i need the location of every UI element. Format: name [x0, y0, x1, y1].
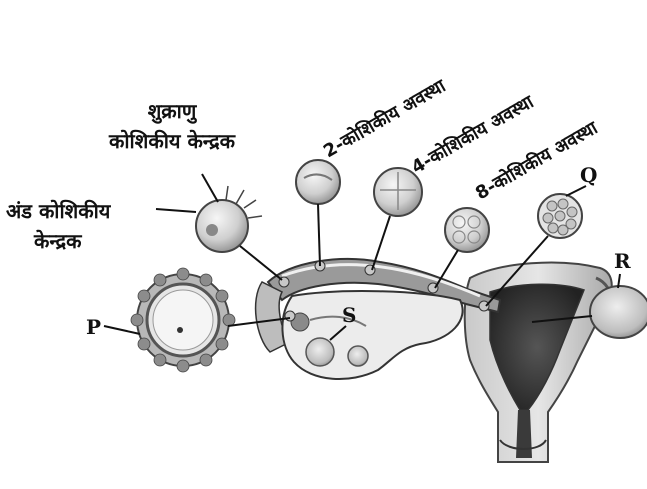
label-ovum-line1: अंड कोशिकीय [6, 199, 112, 223]
ovary-right [590, 286, 647, 338]
cell-8-stage [445, 208, 489, 252]
label-s: S [342, 303, 356, 327]
label-sperm-line2: कोशिकीय केन्द्रक [108, 129, 237, 153]
ovary-left [282, 291, 462, 379]
label-ovum-line2: केन्द्रक [33, 229, 83, 253]
fertilized-ovum [196, 186, 262, 252]
cell-2-stage [296, 160, 340, 204]
ovum-p [131, 268, 235, 372]
label-p: P [86, 315, 101, 339]
label-sperm-line1: शुक्राणु [148, 99, 198, 124]
label-q: Q [580, 163, 597, 187]
label-r: R [614, 249, 631, 273]
morula-q [538, 194, 582, 238]
cell-4-stage [374, 168, 422, 216]
uterus [465, 263, 612, 462]
